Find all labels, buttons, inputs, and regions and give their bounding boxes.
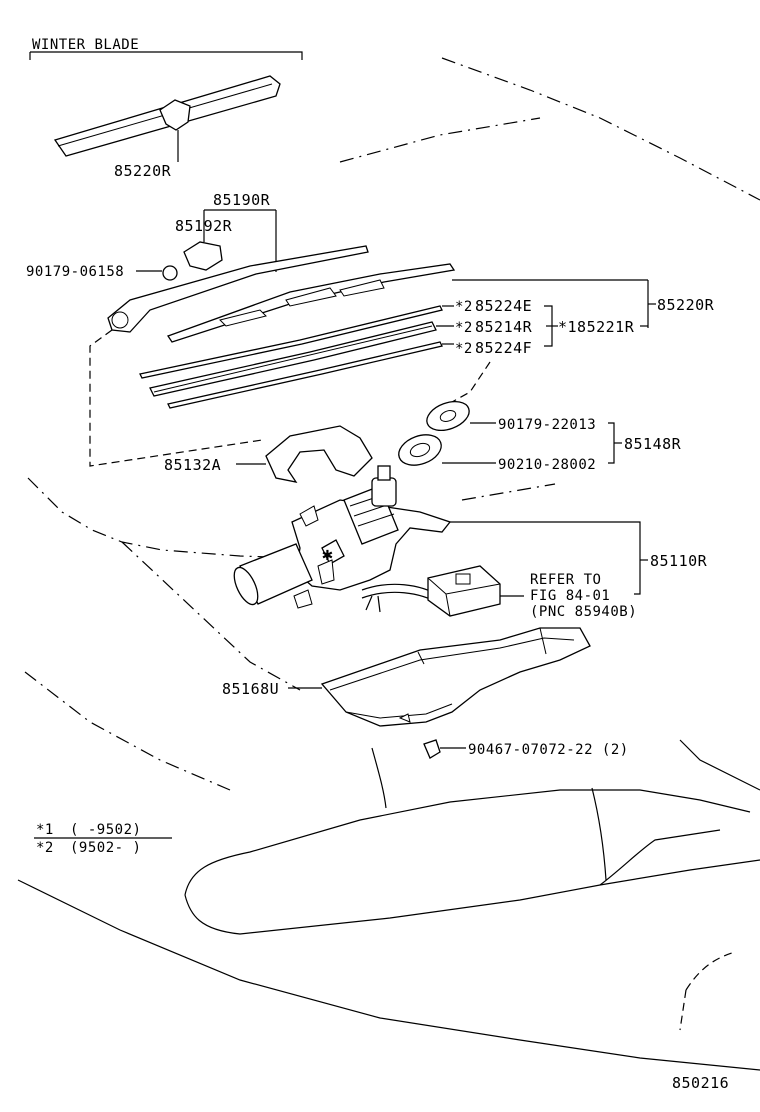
arm-nut-shape — [162, 265, 178, 281]
blade-group: 85220R *2 85224E *2 85214R *2 85224F *18… — [89, 263, 715, 467]
star-mark-icon: ✱ — [322, 544, 333, 565]
drawing-number: 850216 — [672, 1074, 729, 1092]
label-90179-06158: 90179-06158 — [26, 264, 124, 280]
label-90179-22013: 90179-22013 — [498, 417, 596, 433]
blade-assembly-shape — [166, 263, 456, 343]
legend-row2-mark: *2 — [36, 840, 54, 856]
refer-line-3: (PNC 85940B) — [530, 604, 637, 620]
label-85224e: 85224E — [475, 297, 532, 315]
label-85168u: 85168U — [222, 680, 279, 698]
label-85220r-winter: 85220R — [114, 162, 172, 180]
mark-85224f: *2 — [455, 341, 473, 357]
motor-cover-group: 85168U 90467-07072-22 (2) — [222, 627, 629, 759]
label-85190r: 85190R — [213, 191, 271, 209]
winter-blade-group: WINTER BLADE 85220R — [29, 37, 303, 180]
refer-line-1: REFER TO — [530, 572, 601, 588]
label-85214r: 85214R — [475, 318, 533, 336]
pivot-shaft-shape — [371, 477, 397, 507]
label-85220r-blade: 85220R — [657, 296, 715, 314]
rubber-rail-e-shape — [139, 305, 443, 379]
label-90467: 90467-07072-22 (2) — [468, 742, 629, 758]
arm-cover-shape — [265, 425, 373, 483]
label-85132a: 85132A — [164, 456, 221, 474]
label-85192r: 85192R — [175, 217, 233, 235]
arm-cap-shape — [183, 241, 223, 271]
legend: *1 ( -9502) *2 (9502- ) — [34, 822, 172, 856]
vehicle-body-outline — [17, 57, 760, 1071]
legend-row1-range: ( -9502) — [70, 822, 141, 838]
label-85224f: 85224F — [475, 339, 532, 357]
refer-line-2: FIG 84-01 — [530, 588, 610, 604]
label-90210-28002: 90210-28002 — [498, 457, 596, 473]
label-85110r: 85110R — [650, 552, 708, 570]
mark-85224e: *2 — [455, 299, 473, 315]
label-185221r: *185221R — [558, 318, 635, 336]
motor-group: ✱ 85110R REFER TO FIG 84-01 (PNC 85940B) — [233, 465, 708, 620]
arm-cover-group: 85132A — [164, 425, 373, 483]
label-85148r: 85148R — [624, 435, 682, 453]
pivot-group: 90179-22013 90210-28002 85148R — [398, 401, 682, 473]
arm-group: 85190R 85192R 90179-06158 — [26, 191, 369, 333]
winter-blade-heading: WINTER BLADE — [32, 37, 139, 53]
wiper-arm-shape — [107, 245, 369, 333]
legend-row2-range: (9502- ) — [70, 840, 141, 856]
legend-row1-mark: *1 — [36, 822, 54, 838]
winter-blade-clip-shape — [159, 99, 191, 131]
motor-cover-shape — [320, 627, 591, 727]
rubber-rail-f-shape — [167, 341, 443, 409]
mark-85214r: *2 — [455, 320, 473, 336]
clip-shape — [423, 739, 441, 759]
